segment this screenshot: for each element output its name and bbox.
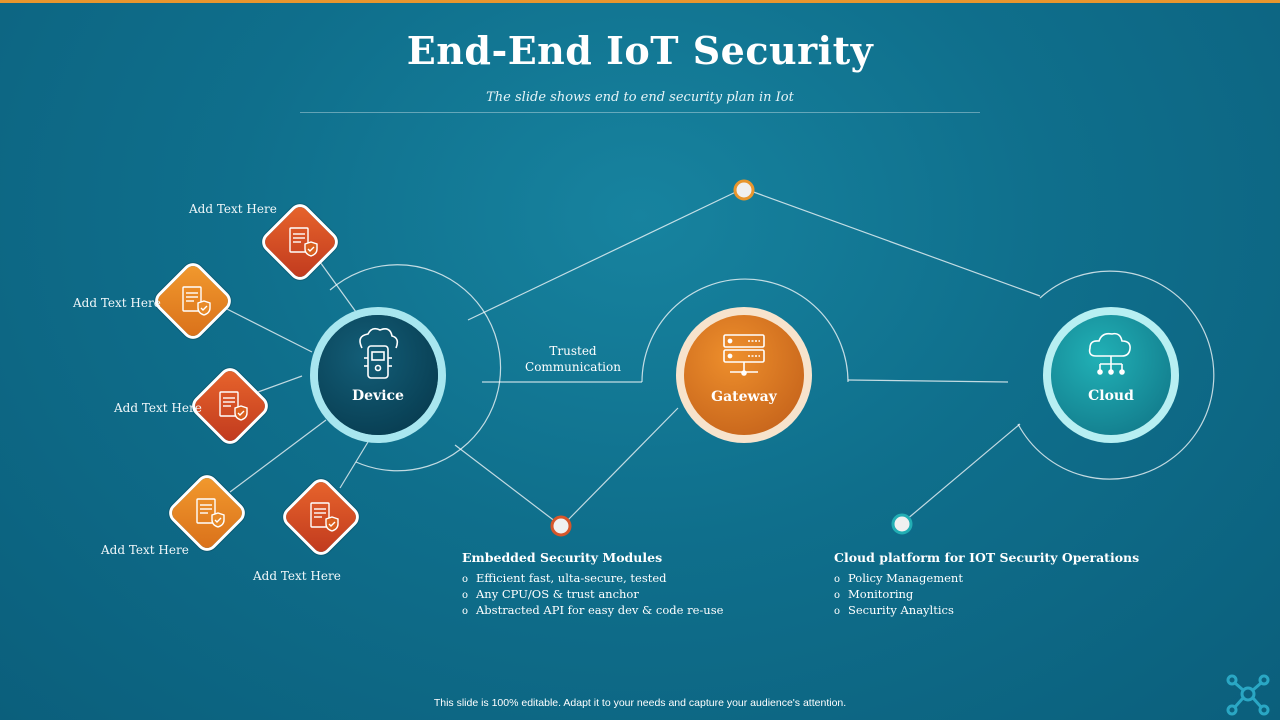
embedded-modules-list: Efficient fast, ulta-secure, tested Any …	[462, 571, 723, 619]
iot-device-icon	[359, 327, 399, 379]
satellite-label-1: Add Text Here	[189, 202, 277, 216]
cloud-platform-list: Policy Management Monitoring Security An…	[834, 571, 963, 619]
embedded-dot	[550, 515, 572, 537]
device-node-label: Device	[352, 388, 404, 404]
top-link-left	[467, 189, 741, 321]
cloud-node-label: Cloud	[1088, 388, 1134, 404]
satellite-diamond-3	[191, 367, 269, 445]
cloud-platform-heading: Cloud platform for IOT Security Operatio…	[834, 550, 1140, 565]
top-dot	[733, 179, 755, 201]
gateway-node-label: Gateway	[711, 389, 777, 405]
secure-document-icon	[289, 227, 318, 257]
secure-document-icon	[219, 391, 248, 421]
footer-note: This slide is 100% editable. Adapt it to…	[433, 697, 847, 709]
satellite-label-4: Add Text Here	[101, 543, 189, 557]
spoke-3	[257, 375, 303, 393]
satellite-label-5: Add Text Here	[253, 569, 341, 583]
cloud-network-icon	[1088, 332, 1131, 375]
secure-document-icon	[196, 498, 225, 528]
network-logo-icon	[1226, 674, 1270, 716]
spoke-2	[224, 307, 313, 353]
embedded-link-left	[454, 444, 557, 523]
satellite-label-3: Add Text Here	[114, 401, 202, 415]
list-item: Policy Management	[834, 571, 963, 587]
secure-document-icon	[182, 286, 211, 316]
slide-title: End-End IoT Security	[406, 28, 874, 73]
list-item: Any CPU/OS & trust anchor	[462, 587, 723, 603]
gateway-cloud-link	[847, 379, 1009, 383]
list-item: Monitoring	[834, 587, 963, 603]
top-link-right	[747, 189, 1041, 297]
spoke-4	[229, 419, 327, 493]
embedded-link-right	[565, 407, 679, 523]
list-item: Security Anayltics	[834, 603, 963, 619]
spoke-1	[319, 261, 357, 313]
satellite-diamond-2	[154, 262, 232, 340]
trusted-line-1: Trusted	[549, 344, 597, 358]
cloud-core	[1051, 315, 1171, 435]
satellite-diamond-4	[168, 474, 246, 552]
top-accent-bar	[0, 0, 1280, 3]
satellite-label-2: Add Text Here	[73, 296, 161, 310]
title-divider	[300, 112, 980, 113]
gateway-outer-arc	[641, 278, 849, 383]
cloud-dot	[891, 513, 913, 535]
cloud-platform-link	[905, 423, 1021, 521]
secure-document-icon	[310, 502, 339, 532]
trusted-line-2: Communication	[525, 360, 621, 374]
list-item: Abstracted API for easy dev & code re-us…	[462, 603, 723, 619]
satellite-diamond-1	[261, 203, 339, 281]
server-rack-icon	[723, 334, 765, 376]
satellite-diamond-5	[282, 478, 360, 556]
spoke-5	[339, 441, 369, 489]
cloud-outer-arc	[1017, 270, 1215, 480]
embedded-modules-heading: Embedded Security Modules	[462, 550, 663, 565]
list-item: Efficient fast, ulta-secure, tested	[462, 571, 723, 587]
trusted-communication-label: Trusted Communication	[520, 343, 626, 375]
device-outer-arc	[329, 264, 502, 472]
slide-subtitle: The slide shows end to end security plan…	[486, 90, 794, 105]
